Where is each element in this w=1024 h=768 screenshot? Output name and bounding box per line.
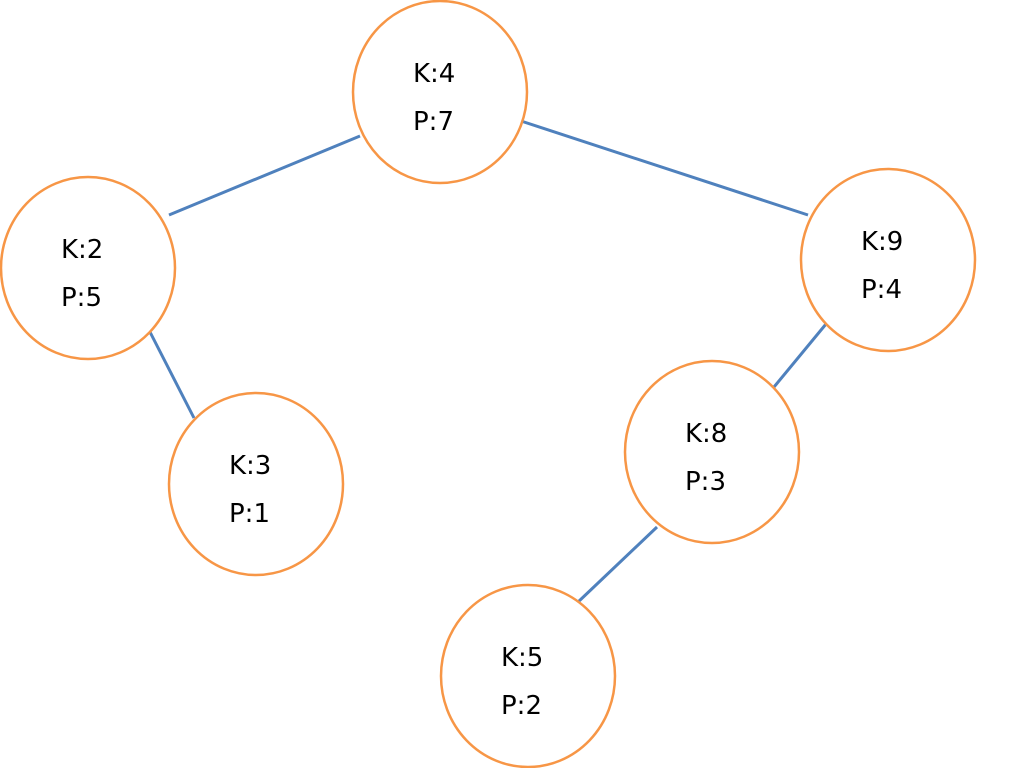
node-priority-label: P:5 (61, 283, 102, 313)
tree-node-n4: K:4P:7 (351, 0, 529, 185)
edges (148, 119, 828, 605)
node-circle (351, 0, 529, 185)
node-key-label: K:2 (61, 235, 103, 265)
node-circle (799, 167, 977, 353)
node-priority-label: P:3 (685, 467, 726, 497)
edge-n9-n8 (772, 323, 828, 388)
edge-n4-n9 (520, 119, 809, 217)
node-priority-label: P:7 (413, 107, 454, 137)
node-circle (167, 391, 345, 577)
node-key-label: K:5 (501, 643, 543, 673)
node-priority-label: P:2 (501, 691, 542, 721)
node-key-label: K:8 (685, 419, 727, 449)
node-circle (0, 175, 177, 361)
tree-node-n5: K:5P:2 (439, 583, 617, 768)
edge-n2-n3 (148, 331, 196, 419)
node-key-label: K:9 (861, 227, 903, 257)
edge-n8-n5 (575, 525, 659, 605)
node-circle (439, 583, 617, 768)
node-key-label: K:4 (413, 59, 455, 89)
node-circle (623, 359, 801, 545)
node-priority-label: P:4 (861, 275, 902, 305)
tree-node-n9: K:9P:4 (799, 167, 977, 353)
node-priority-label: P:1 (229, 499, 270, 529)
tree-node-n3: K:3P:1 (167, 391, 345, 577)
edge-n4-n2 (168, 134, 361, 217)
node-key-label: K:3 (229, 451, 271, 481)
tree-node-n2: K:2P:5 (0, 175, 177, 361)
nodes: K:4P:7K:2P:5 K:9P:4K:3P:1 K:8P:3K:5P:2 (0, 0, 977, 768)
tree-node-n8: K:8P:3 (623, 359, 801, 545)
